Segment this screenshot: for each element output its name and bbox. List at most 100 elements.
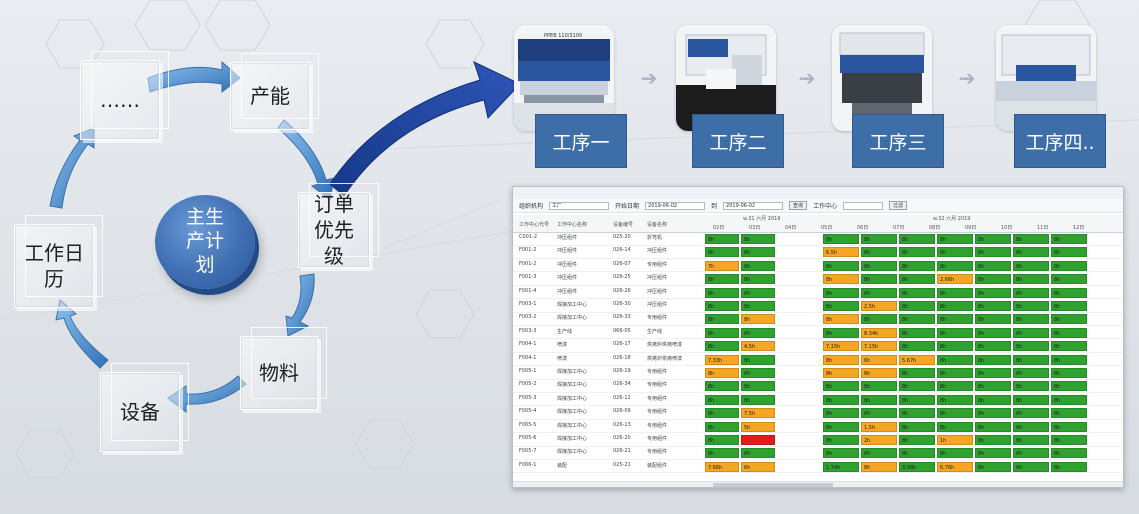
capacity-bar[interactable]: 8h bbox=[741, 301, 775, 311]
capacity-bar[interactable]: 8h bbox=[741, 327, 775, 338]
capacity-bar[interactable]: 8h bbox=[1051, 461, 1087, 472]
capacity-bar[interactable]: 8h bbox=[823, 274, 859, 285]
capacity-bar[interactable]: 8h bbox=[741, 448, 775, 459]
capacity-bar[interactable]: 8h bbox=[1013, 435, 1049, 445]
capacity-bar[interactable]: 8h bbox=[937, 341, 973, 352]
capacity-bar[interactable]: 6h bbox=[741, 461, 775, 472]
capacity-bar[interactable]: 8h bbox=[1051, 394, 1087, 405]
capacity-bar[interactable]: 8h bbox=[899, 381, 935, 392]
capacity-bar[interactable]: 8h bbox=[975, 408, 1011, 419]
capacity-bar[interactable]: 8h bbox=[1013, 314, 1049, 325]
capacity-bar[interactable]: 8h bbox=[937, 354, 973, 365]
capacity-bar[interactable]: 8h bbox=[823, 448, 859, 459]
end-date-input[interactable]: 2019-06-02 bbox=[723, 201, 784, 210]
capacity-bar[interactable]: 8h bbox=[1013, 260, 1049, 271]
capacity-bar[interactable]: 7.15h bbox=[861, 341, 897, 352]
capacity-bar[interactable]: 8h bbox=[823, 368, 859, 378]
capacity-bar[interactable]: 8h bbox=[937, 421, 973, 432]
capacity-bar[interactable]: 8h bbox=[823, 435, 859, 445]
capacity-bar[interactable]: 8h bbox=[975, 381, 1011, 392]
capacity-bar[interactable]: 8h bbox=[899, 435, 935, 445]
capacity-bar[interactable]: 5h bbox=[741, 421, 775, 432]
capacity-bar[interactable]: 8h bbox=[823, 421, 859, 432]
capacity-bar[interactable]: 8h bbox=[705, 234, 739, 244]
capacity-bar[interactable]: 8h bbox=[1051, 234, 1087, 244]
capacity-bar[interactable]: 8h bbox=[899, 274, 935, 285]
capacity-bar[interactable]: 8h bbox=[899, 234, 935, 244]
capacity-bar[interactable]: 7.15h bbox=[823, 341, 859, 352]
capacity-bar[interactable]: 8h bbox=[1013, 287, 1049, 298]
capacity-bar[interactable]: 8h bbox=[899, 314, 935, 325]
capacity-bar[interactable]: 8h bbox=[861, 260, 897, 271]
capacity-bar[interactable]: 8h bbox=[937, 448, 973, 459]
capacity-bar[interactable]: 8h bbox=[823, 394, 859, 405]
capacity-bar[interactable]: 8h bbox=[1051, 274, 1087, 285]
gantt-horizontal-scrollbar[interactable] bbox=[513, 481, 1123, 487]
capacity-bar[interactable]: 8h bbox=[937, 314, 973, 325]
capacity-bar[interactable]: 8h bbox=[899, 408, 935, 419]
capacity-bar[interactable]: 8h bbox=[705, 247, 739, 258]
capacity-bar[interactable]: 8h bbox=[823, 234, 859, 244]
capacity-bar[interactable]: 8h bbox=[861, 381, 897, 392]
capacity-bar[interactable]: 8h bbox=[1013, 234, 1049, 244]
capacity-bar[interactable]: 8h bbox=[899, 368, 935, 378]
capacity-bar[interactable]: 8h bbox=[975, 287, 1011, 298]
capacity-bar[interactable]: 8h bbox=[823, 381, 859, 392]
capacity-bar[interactable]: 8h bbox=[899, 341, 935, 352]
capacity-bar[interactable]: 8h bbox=[823, 287, 859, 298]
capacity-bar[interactable]: 8h bbox=[975, 354, 1011, 365]
capacity-bar[interactable]: 8h bbox=[861, 368, 897, 378]
capacity-bar[interactable]: 8h bbox=[1051, 408, 1087, 419]
capacity-bar[interactable]: 8h bbox=[741, 314, 775, 325]
capacity-bar[interactable]: 7.66h bbox=[705, 461, 739, 472]
capacity-bar[interactable]: 8h bbox=[861, 394, 897, 405]
capacity-bar[interactable]: 8h bbox=[899, 287, 935, 298]
capacity-bar[interactable]: 8.34h bbox=[861, 327, 897, 338]
capacity-bar[interactable]: 8h bbox=[899, 247, 935, 258]
capacity-bar[interactable]: 8h bbox=[1051, 354, 1087, 365]
capacity-bar[interactable]: 8h bbox=[705, 368, 739, 378]
capacity-bar[interactable]: 8h bbox=[823, 327, 859, 338]
capacity-bar[interactable]: 8h bbox=[937, 381, 973, 392]
capacity-bar[interactable]: 7.33h bbox=[705, 354, 739, 365]
capacity-bar[interactable]: 8h bbox=[705, 381, 739, 392]
capacity-bar[interactable]: 8h bbox=[861, 461, 897, 472]
capacity-bar[interactable]: 8h bbox=[1051, 314, 1087, 325]
capacity-bar[interactable]: 8h bbox=[823, 260, 859, 271]
capacity-bar[interactable]: 8h bbox=[1051, 247, 1087, 258]
capacity-bar[interactable]: 8h bbox=[975, 327, 1011, 338]
capacity-bar[interactable]: 8h bbox=[1051, 448, 1087, 459]
capacity-bar[interactable]: 8h bbox=[1051, 327, 1087, 338]
capacity-bar[interactable]: 8h bbox=[741, 287, 775, 298]
capacity-bar[interactable]: 8h bbox=[1013, 408, 1049, 419]
capacity-bar[interactable]: 8h bbox=[1051, 421, 1087, 432]
capacity-bar[interactable]: 8h bbox=[1051, 381, 1087, 392]
capacity-bar[interactable]: 8h bbox=[705, 448, 739, 459]
capacity-bar[interactable]: 8h bbox=[1013, 354, 1049, 365]
capacity-bar[interactable]: 8h bbox=[1013, 461, 1049, 472]
capacity-bar[interactable]: 8h bbox=[975, 234, 1011, 244]
capacity-bar[interactable]: 8h bbox=[1013, 301, 1049, 311]
capacity-bar[interactable]: 8h bbox=[1051, 260, 1087, 271]
capacity-bar[interactable]: 8h bbox=[937, 287, 973, 298]
capacity-bar[interactable]: 8h bbox=[705, 435, 739, 445]
capacity-bar[interactable]: 8h bbox=[705, 327, 739, 338]
capacity-bar[interactable]: 8h bbox=[975, 394, 1011, 405]
capacity-bar[interactable]: 8h bbox=[975, 314, 1011, 325]
capacity-bar[interactable]: 8h bbox=[1013, 381, 1049, 392]
capacity-bar[interactable]: 8h bbox=[975, 247, 1011, 258]
capacity-bar[interactable]: 3.98h bbox=[899, 461, 935, 472]
capacity-bar[interactable]: 8h bbox=[861, 274, 897, 285]
capacity-bar[interactable]: 2h bbox=[861, 435, 897, 445]
capacity-bar[interactable]: 8h bbox=[1051, 435, 1087, 445]
